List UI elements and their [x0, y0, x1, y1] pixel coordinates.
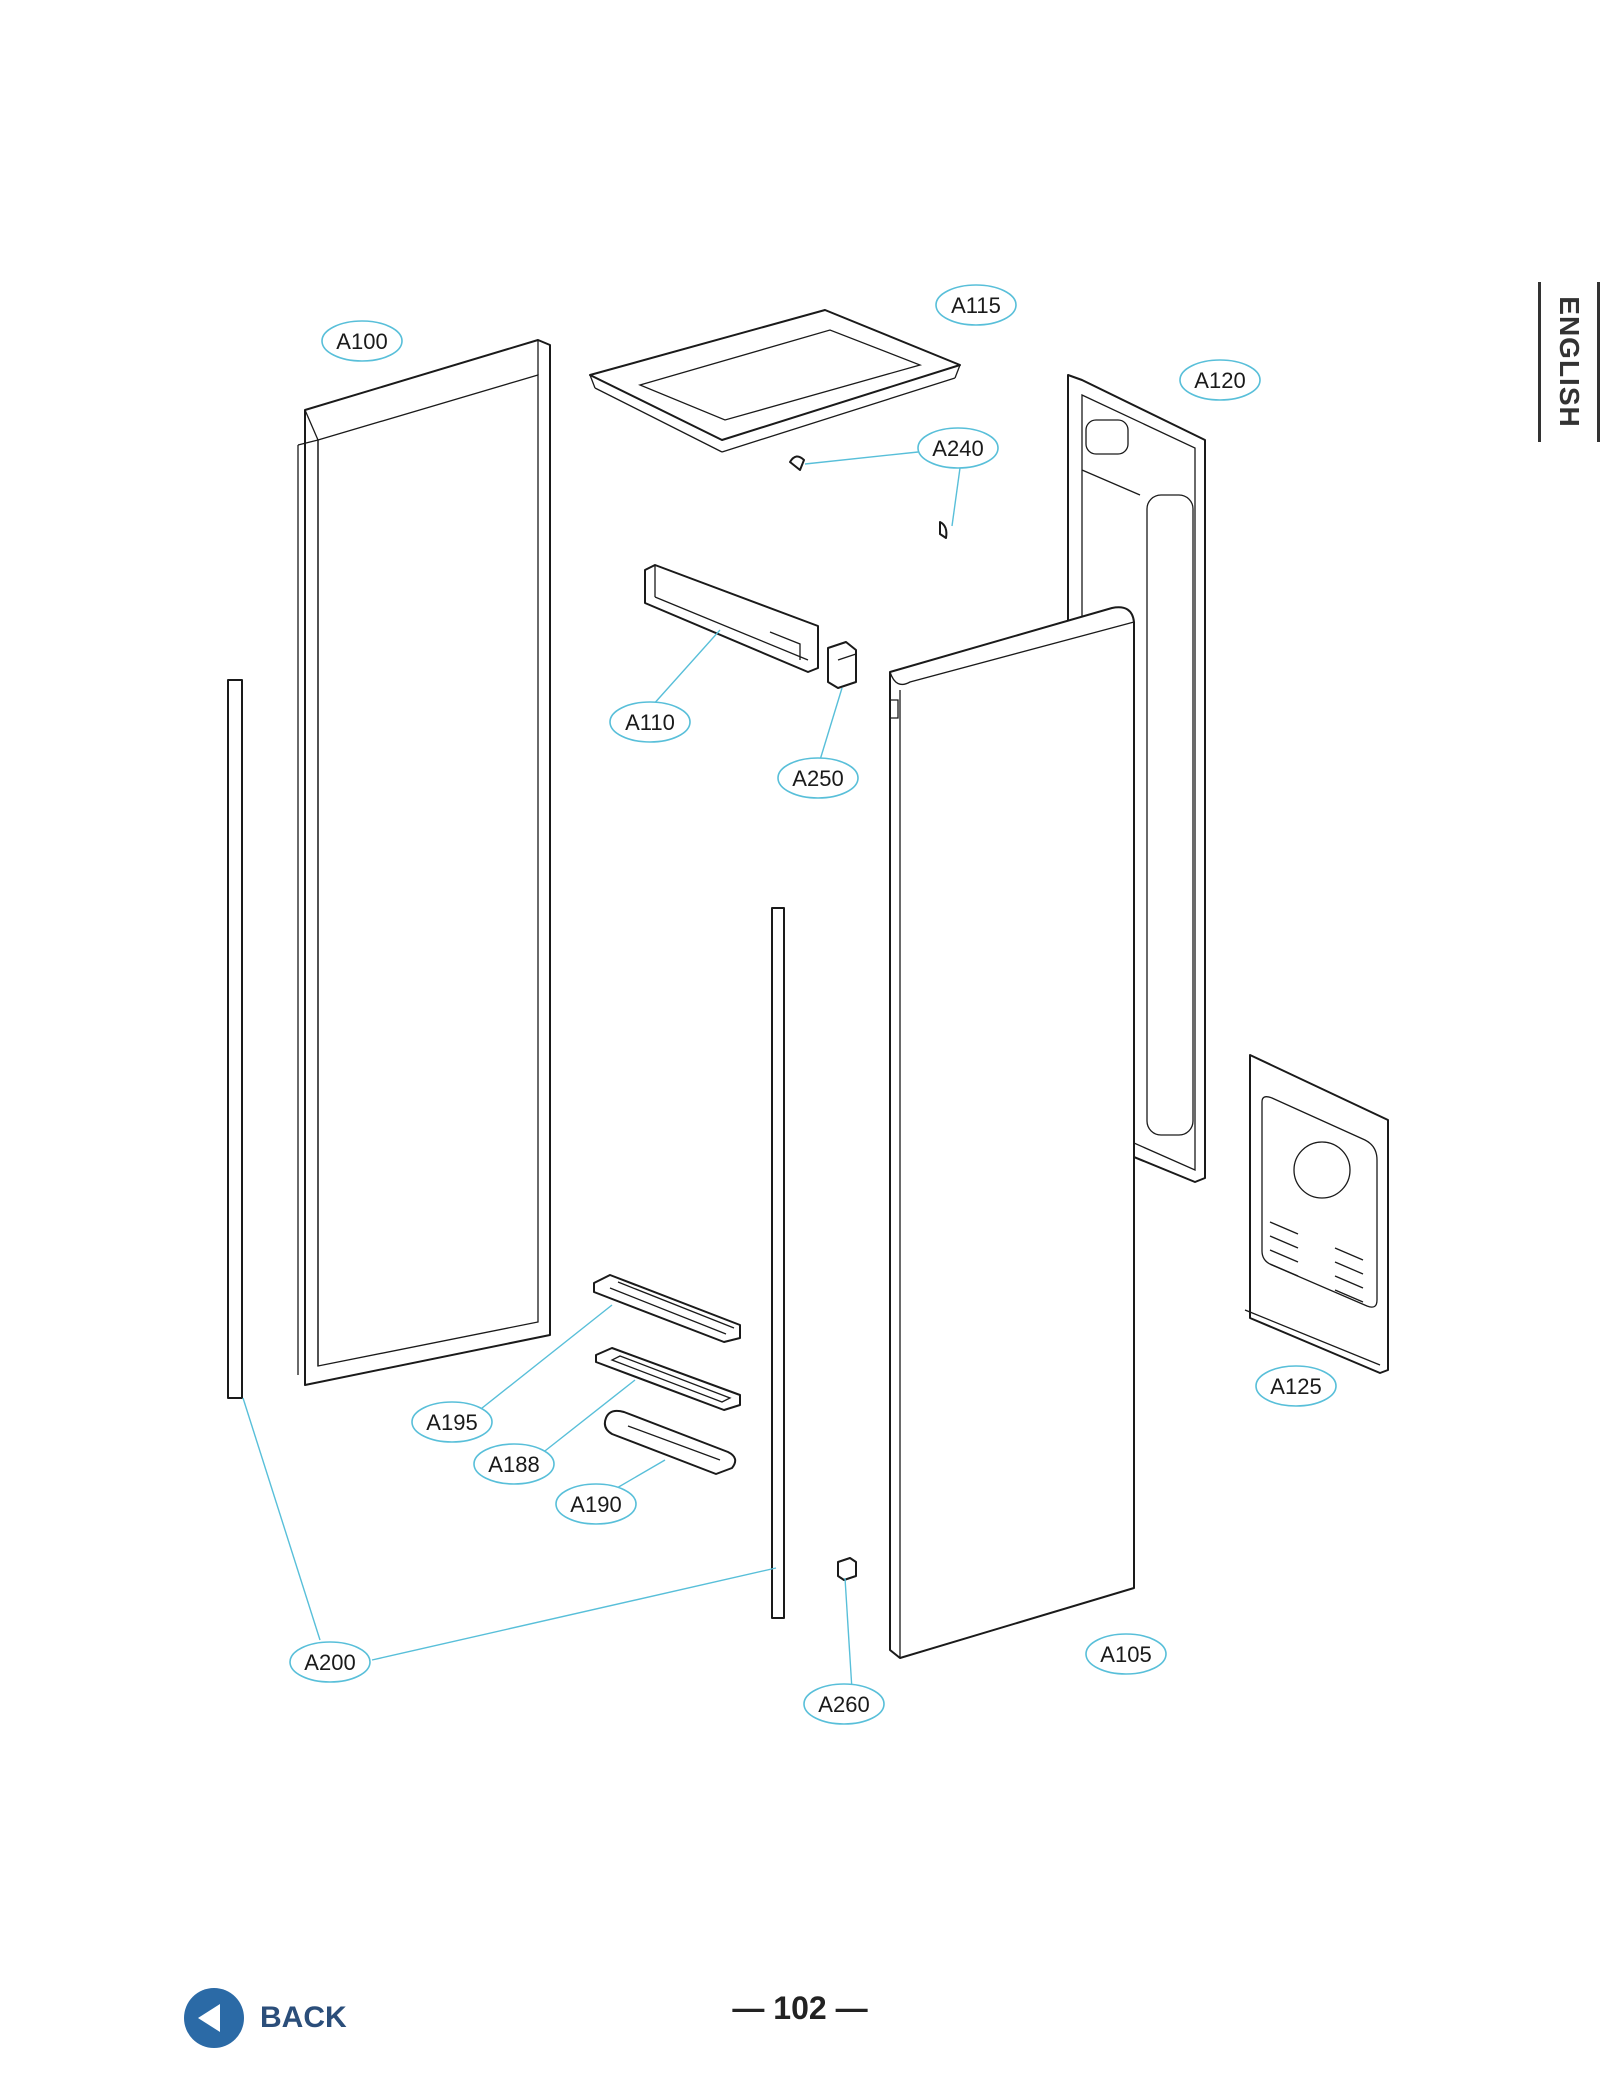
callout-a100-label: A100 — [336, 329, 387, 354]
part-a125-rear-cover — [1244, 1054, 1389, 1374]
callout-a200: A200 — [289, 1641, 371, 1683]
part-a250-hinge — [827, 641, 857, 689]
callout-a260-label: A260 — [818, 1692, 869, 1717]
callout-a260: A260 — [803, 1683, 885, 1725]
page-number: — 102 — — [732, 1990, 868, 2026]
leader-a240-1 — [804, 451, 919, 465]
callout-a110: A110 — [609, 701, 691, 743]
callout-a188: A188 — [473, 1443, 555, 1485]
language-tab: ENGLISH — [1538, 282, 1600, 442]
callout-a195: A195 — [411, 1401, 493, 1443]
callout-a120-label: A120 — [1194, 368, 1245, 393]
leader-a250 — [819, 687, 843, 761]
part-a195-grille — [593, 1274, 741, 1343]
leader-a195 — [471, 1304, 613, 1417]
callout-a200-label: A200 — [304, 1650, 355, 1675]
leader-a200-right — [371, 1567, 777, 1661]
callout-a250-label: A250 — [792, 766, 843, 791]
leader-lines — [242, 451, 961, 1691]
leader-a200-left — [242, 1397, 321, 1641]
callout-a195-label: A195 — [426, 1410, 477, 1435]
part-a188-frame — [595, 1347, 741, 1411]
callout-a188-label: A188 — [488, 1452, 539, 1477]
callout-a115: A115 — [935, 284, 1017, 326]
part-a200-trim-strips — [227, 679, 785, 1619]
callout-a110-label: A110 — [625, 710, 675, 735]
callout-a120: A120 — [1179, 359, 1261, 401]
callout-a115-label: A115 — [951, 293, 1001, 318]
part-a105-front-panel — [889, 606, 1135, 1659]
part-a190-tray — [603, 1409, 737, 1475]
callout-a125-label: A125 — [1270, 1374, 1321, 1399]
a125-vent-slots — [1269, 1221, 1364, 1303]
a195-grille-lines — [609, 1281, 735, 1335]
leader-a190 — [609, 1459, 666, 1493]
callout-a240-label: A240 — [932, 436, 983, 461]
part-a110-front-bracket — [644, 564, 819, 673]
part-a100-side-panel — [297, 339, 551, 1386]
language-tab-label: ENGLISH — [1554, 296, 1585, 428]
callout-a105: A105 — [1085, 1633, 1167, 1675]
part-a115-top-plate — [589, 309, 961, 453]
leader-a110 — [651, 629, 721, 707]
back-arrow-icon — [184, 1988, 244, 2048]
leader-a260 — [844, 1577, 853, 1691]
part-a260-clip — [837, 1557, 857, 1581]
leader-a188 — [535, 1379, 636, 1459]
callout-a190: A190 — [555, 1483, 637, 1525]
leader-a240-2 — [951, 467, 961, 527]
callout-a250: A250 — [777, 757, 859, 799]
callout-a105-label: A105 — [1100, 1642, 1151, 1667]
callout-a100: A100 — [321, 320, 403, 362]
part-a240-clips — [789, 455, 948, 539]
back-button[interactable]: BACK — [184, 1988, 347, 2048]
back-button-label: BACK — [260, 2001, 347, 2034]
callout-a125: A125 — [1255, 1365, 1337, 1407]
callout-a240: A240 — [917, 427, 999, 469]
callout-a190-label: A190 — [570, 1492, 621, 1517]
